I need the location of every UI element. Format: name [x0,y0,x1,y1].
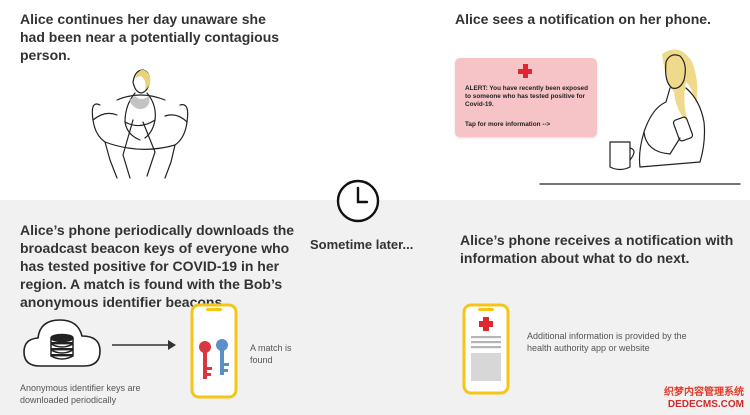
phone-keys-icon [190,303,238,399]
top-panel [0,0,750,200]
clock-icon [336,179,380,223]
alert-text: ALERT: You have recently been exposed to… [465,85,588,108]
key-icon [199,341,212,379]
alert-notification-card[interactable]: ALERT: You have recently been exposed to… [455,58,597,137]
caption-downloads-keys: Alice’s phone periodically downloads the… [20,222,295,310]
caption-receives-notification: Alice’s phone receives a notification wi… [460,232,734,266]
cloud-database-icon [23,319,101,367]
arrow-right-icon [112,340,176,350]
sometime-later-label: Sometime later... [310,237,414,252]
keys-caption: Anonymous identifier keys are downloaded… [20,383,141,405]
phone-info-icon [462,303,510,395]
watermark: 织梦内容管理系统 DEDECMS.COM [634,387,744,411]
match-label: A match is found [250,343,292,365]
woman-phone-illustration [539,49,741,185]
medical-cross-icon [518,64,532,78]
watermark-line2: DEDECMS.COM [667,399,744,410]
alert-tap-link[interactable]: Tap for more information --> [465,121,551,128]
info-caption: Additional information is provided by th… [527,331,687,353]
caption-unaware: Alice continues her day unaware she had … [20,11,280,63]
caption-notification: Alice sees a notification on her phone. [455,11,711,27]
woman-armchair-illustration [91,69,189,179]
bottom-panel [0,200,750,415]
watermark-line1: 织梦内容管理系统 [664,387,744,398]
